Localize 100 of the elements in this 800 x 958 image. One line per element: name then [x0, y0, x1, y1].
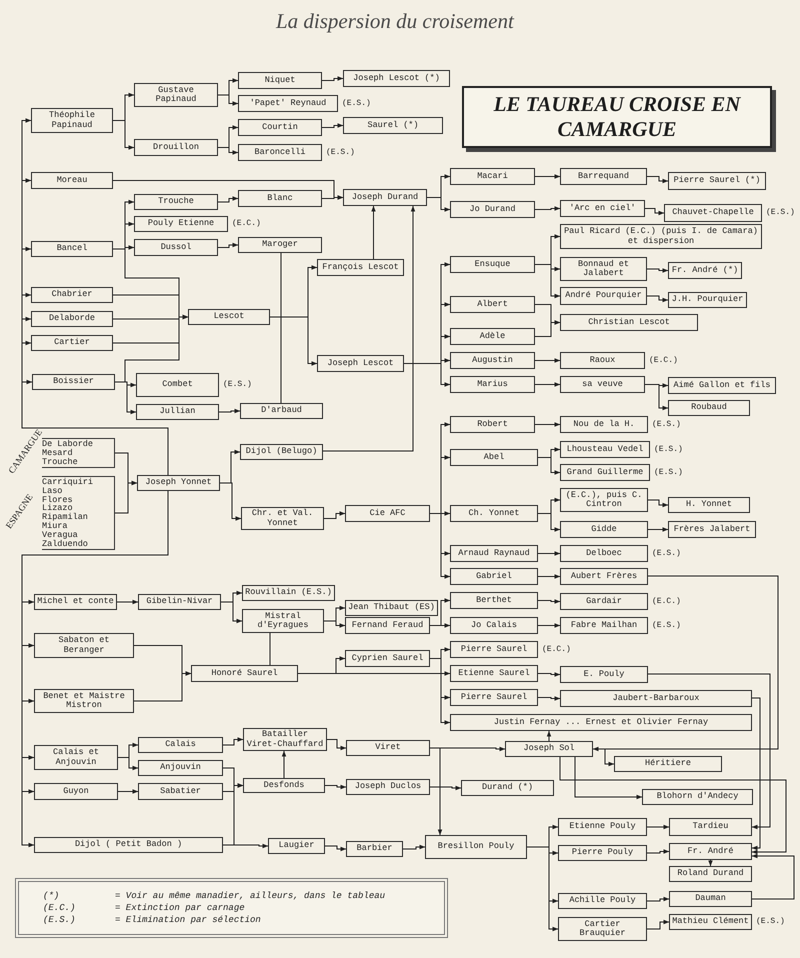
breeder-box	[31, 108, 113, 133]
connector-arrow	[538, 672, 560, 677]
breeder-name: Bresillon Pouly	[438, 842, 514, 852]
breeder-box	[669, 866, 752, 882]
breeder-name: Fr. André (*)	[672, 266, 738, 276]
breeder-box	[138, 760, 223, 776]
connector-arrow	[646, 920, 670, 930]
breeder-name: Joseph Durand	[352, 192, 418, 202]
connector-arrow	[118, 757, 138, 770]
breeder-name: Delboec	[586, 548, 622, 558]
breeder-box	[450, 592, 538, 609]
legend-definition: = Extinction par carnage	[115, 902, 246, 914]
breeder-name: Courtin	[262, 122, 298, 132]
breeder-name: Ch. Yonnet	[468, 508, 520, 518]
breeder-name: J.H. Pourquier	[672, 295, 744, 305]
breeder-name: Fr. André	[688, 846, 734, 856]
connector-arrow	[538, 551, 560, 556]
breeder-box	[450, 416, 535, 433]
breeder-name: Desfonds	[264, 780, 304, 790]
breeder-name: Pierre Pouly	[572, 848, 634, 858]
breeder-box	[240, 444, 323, 460]
status-note: (E.S.)	[654, 444, 683, 454]
breeder-name: Gibelin-Nivar	[146, 597, 213, 607]
connector-arrow	[546, 730, 552, 742]
breeder-name: Albert	[477, 300, 508, 310]
breeder-name: sa veuve	[582, 380, 623, 390]
breeder-name: Blanc	[267, 194, 293, 204]
breeder-box	[238, 237, 322, 253]
breeder-name: Dauman	[695, 894, 726, 904]
breeder-name: Maroger	[262, 240, 298, 250]
connector-arrow	[324, 511, 346, 519]
breeder-box	[450, 617, 538, 634]
breeder-name: Cie AFC	[370, 508, 406, 518]
breeder-name: Michel et conte	[37, 597, 114, 607]
breeder-box	[450, 201, 535, 218]
breeder-name: Sabaton et Beranger	[57, 636, 110, 655]
breeder-box	[614, 756, 722, 772]
breeder-box	[668, 262, 742, 279]
connector-arrow	[222, 783, 244, 846]
breeder-box	[346, 779, 430, 795]
breeder-name: Viret	[375, 743, 401, 753]
breeder-name: Durand (*)	[482, 783, 533, 793]
breeder-name: Calais	[165, 740, 196, 750]
connector-arrow	[534, 174, 560, 179]
breeder-box	[346, 740, 430, 756]
breeder-box	[32, 374, 115, 390]
breeder-box	[450, 665, 538, 682]
breeder-name: Drouillon	[153, 142, 199, 152]
breeder-name: Fabre Mailhan	[570, 620, 638, 630]
connector-arrow	[430, 513, 450, 579]
breeder-box	[664, 204, 762, 222]
legend-definition: = Elimination par sélection	[115, 914, 262, 926]
breeder-name: Macari	[477, 172, 508, 182]
breeder-name: Héritiere	[645, 759, 691, 769]
breeder-name: Guyon	[63, 786, 89, 796]
breeder-box	[450, 641, 538, 658]
status-note: (E.S.)	[766, 208, 795, 218]
breeder-name: Barrequand	[578, 172, 629, 182]
connector-arrow	[371, 206, 376, 260]
breeder-name: Saurel (*)	[367, 120, 418, 130]
connector-arrow	[324, 784, 346, 790]
breeder-box	[31, 172, 113, 189]
breeder-box	[343, 70, 450, 87]
connector-arrow	[322, 123, 344, 128]
connector-arrow	[648, 527, 668, 532]
breeder-box	[558, 845, 647, 861]
connector-arrow	[560, 756, 786, 854]
status-note: (E.C.)	[232, 219, 261, 229]
connector-arrow	[430, 748, 442, 836]
connector-arrow	[112, 120, 134, 150]
breeder-name: Delaborde	[49, 314, 95, 324]
breeder-name: Aubert Frères	[570, 572, 638, 582]
connector-arrow	[220, 482, 242, 521]
breeder-box	[238, 144, 322, 161]
breeder-box	[34, 783, 118, 800]
breeder-name: Benet et Maistre Mistron	[42, 692, 126, 710]
connector-arrow	[402, 844, 426, 850]
breeder-box	[560, 690, 752, 707]
breeder-box	[560, 666, 648, 683]
connector-arrow	[534, 264, 560, 298]
breeder-name: Combet	[162, 380, 193, 390]
breeder-box	[34, 689, 134, 713]
bracket-list	[42, 438, 115, 468]
connector-arrow	[752, 698, 760, 850]
status-note: (E.S.)	[652, 548, 681, 558]
breeder-box	[669, 818, 752, 836]
connector-arrow	[322, 195, 344, 200]
diagram-title: La dispersion du croisement	[276, 8, 514, 35]
breeder-box	[450, 689, 538, 706]
breeder-box	[136, 404, 219, 420]
breeder-name: Grand Guillerme	[566, 468, 644, 478]
breeder-box	[668, 377, 776, 394]
breeder-name: André Pourquier	[565, 291, 642, 301]
breeder-name: Joseph Yonnet	[145, 478, 212, 488]
breeder-name: Pierre Saurel	[460, 692, 528, 702]
connector-arrow	[648, 500, 668, 508]
breeder-name: Marius	[477, 380, 508, 390]
breeder-box	[668, 400, 750, 416]
status-note: (E.S.)	[756, 917, 785, 927]
breeder-name: Roland Durand	[677, 869, 744, 879]
